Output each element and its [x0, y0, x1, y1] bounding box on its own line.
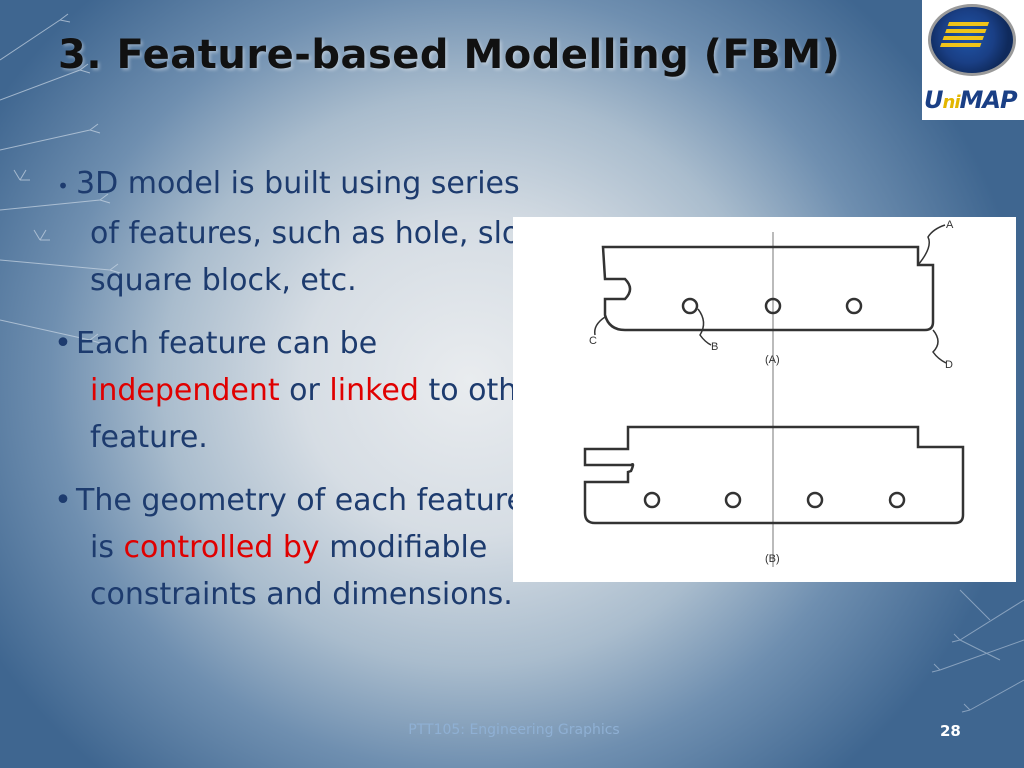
footer-text: PTT105: Engineering Graphics	[408, 722, 620, 738]
page-number: 28	[940, 722, 961, 740]
label-d: D	[945, 359, 953, 371]
caption-a: (A)	[765, 354, 780, 366]
feature-diagram: A B C D (A) (B)	[513, 217, 1016, 582]
bullet-list: •3D model is built using series of featu…	[50, 160, 550, 634]
decorative-dandelion-right	[931, 589, 1024, 713]
bullet-icon: •	[54, 483, 72, 518]
bullet-icon: •	[57, 174, 69, 198]
highlight-linked: linked	[329, 373, 419, 408]
label-a: A	[946, 219, 954, 231]
highlight-independent: independent	[90, 373, 280, 408]
highlight-controlled-by: controlled by	[123, 530, 320, 565]
decorative-dandelion-left	[0, 13, 121, 344]
bullet-item-3: •The geometry of each feature is control…	[50, 477, 550, 618]
label-c: C	[589, 335, 597, 347]
slide-title: 3. Feature-based Modelling (FBM)	[58, 32, 841, 78]
bullet-icon: •	[54, 326, 72, 361]
logo-wordmark: UniMAP	[924, 86, 1018, 114]
bullet-item-1: •3D model is built using series of featu…	[50, 160, 550, 304]
part-drawing: A B C D (A) (B)	[583, 219, 965, 567]
unimap-logo: UniMAP	[922, 0, 1024, 120]
caption-b: (B)	[765, 553, 780, 565]
label-b: B	[711, 341, 718, 353]
bullet-item-2: •Each feature can be independent or link…	[50, 320, 550, 461]
